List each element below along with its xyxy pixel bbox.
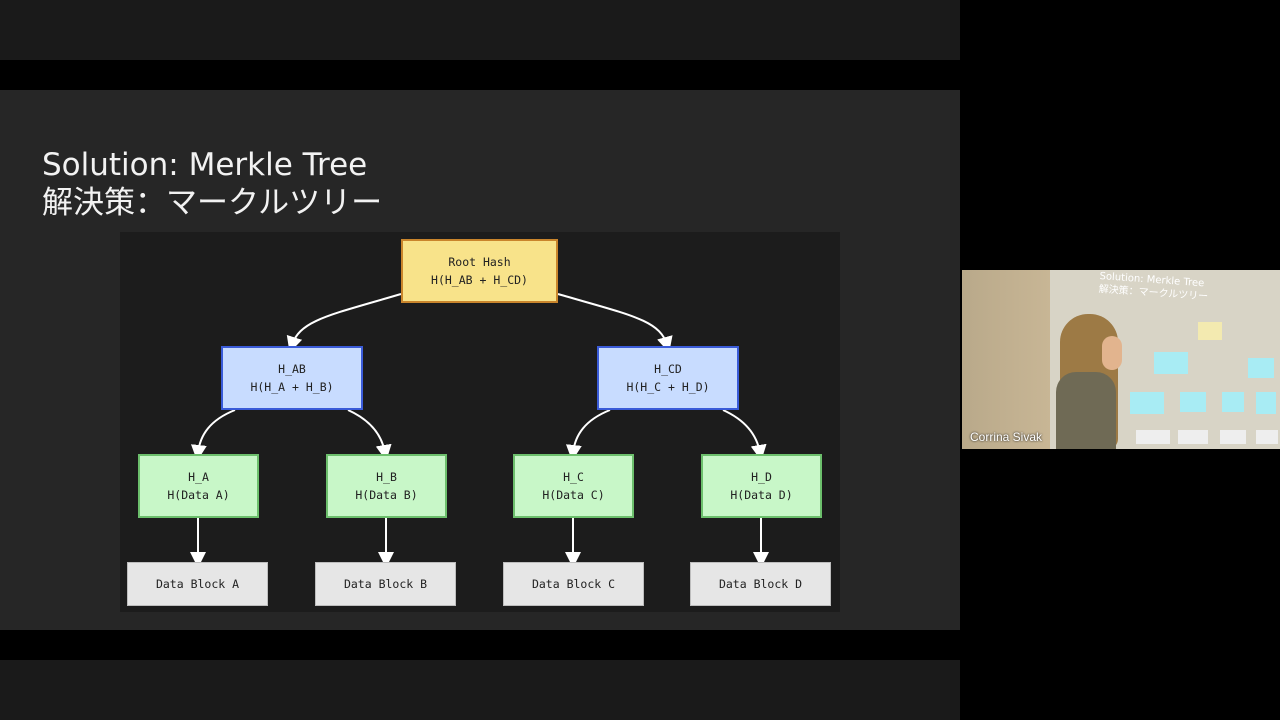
arrow-hab-to-hb <box>347 409 392 461</box>
hash-a-node: H_A H(Data A) <box>138 454 259 518</box>
node-formula: H(H_A + H_B) <box>250 380 334 394</box>
projected-data-block <box>1136 430 1170 444</box>
hash-b-node: H_B H(Data B) <box>326 454 447 518</box>
hash-c-node: H_C H(Data C) <box>513 454 634 518</box>
node-label: H_D <box>751 470 772 484</box>
tree-arrows <box>190 293 769 568</box>
data-block-label: Data Block D <box>718 577 803 591</box>
presenter-face <box>1102 336 1122 370</box>
node-formula: H(Data B) <box>355 488 418 502</box>
projected-root-node <box>1198 322 1222 340</box>
node-formula: H(Data D) <box>730 488 793 502</box>
projected-mid-node <box>1248 358 1274 378</box>
projected-leaf-node <box>1130 392 1164 414</box>
shared-slide: Solution: Merkle Tree 解決策：マークルツリー Root H… <box>0 90 960 630</box>
hash-cd-node: H_CD H(H_C + H_D) <box>597 346 739 410</box>
hash-ab-node: H_AB H(H_A + H_B) <box>221 346 363 410</box>
data-block-label: Data Block C <box>531 577 616 591</box>
slide-title-english: Solution: Merkle Tree <box>42 147 368 183</box>
participant-name-label: Corrina Sivak <box>970 430 1043 444</box>
node-formula: H(Data C) <box>542 488 605 502</box>
projected-mid-node <box>1154 352 1188 374</box>
bottom-video-strip <box>0 660 960 720</box>
slide-title-japanese: 解決策：マークルツリー <box>42 185 383 221</box>
projected-leaf-node <box>1222 392 1244 412</box>
projected-leaf-node <box>1256 392 1276 414</box>
slide-title: Solution: Merkle Tree 解決策：マークルツリー <box>42 146 382 222</box>
node-label: Root Hash <box>448 255 511 269</box>
data-block-c: Data Block C <box>503 562 644 606</box>
node-label: H_CD <box>654 362 682 376</box>
data-block-label: Data Block B <box>343 577 428 591</box>
root-hash-node: Root Hash H(H_AB + H_CD) <box>401 239 558 303</box>
arrow-hab-to-ha <box>190 409 236 461</box>
presenter-body <box>1056 372 1116 449</box>
projected-data-block <box>1220 430 1246 444</box>
node-label: H_B <box>376 470 397 484</box>
node-label: H_AB <box>278 362 306 376</box>
node-formula: H(Data A) <box>167 488 230 502</box>
hash-d-node: H_D H(Data D) <box>701 454 822 518</box>
arrow-hcd-to-hc <box>565 409 611 461</box>
data-block-a: Data Block A <box>127 562 268 606</box>
data-block-d: Data Block D <box>690 562 831 606</box>
top-video-strip <box>0 0 960 60</box>
participant-video-tile[interactable]: Solution: Merkle Tree 解決策：マークルツリー Corrin… <box>962 270 1280 449</box>
data-block-b: Data Block B <box>315 562 456 606</box>
data-block-label: Data Block A <box>155 577 240 591</box>
projected-leaf-node <box>1180 392 1206 412</box>
node-formula: H(H_AB + H_CD) <box>431 273 528 287</box>
arrow-root-to-hab <box>286 293 402 353</box>
node-label: H_A <box>188 470 209 484</box>
arrow-root-to-hcd <box>557 293 673 353</box>
node-label: H_C <box>563 470 584 484</box>
node-formula: H(H_C + H_D) <box>626 380 710 394</box>
projected-data-block <box>1178 430 1208 444</box>
arrow-hcd-to-hd <box>722 409 767 461</box>
projected-data-block <box>1256 430 1278 444</box>
